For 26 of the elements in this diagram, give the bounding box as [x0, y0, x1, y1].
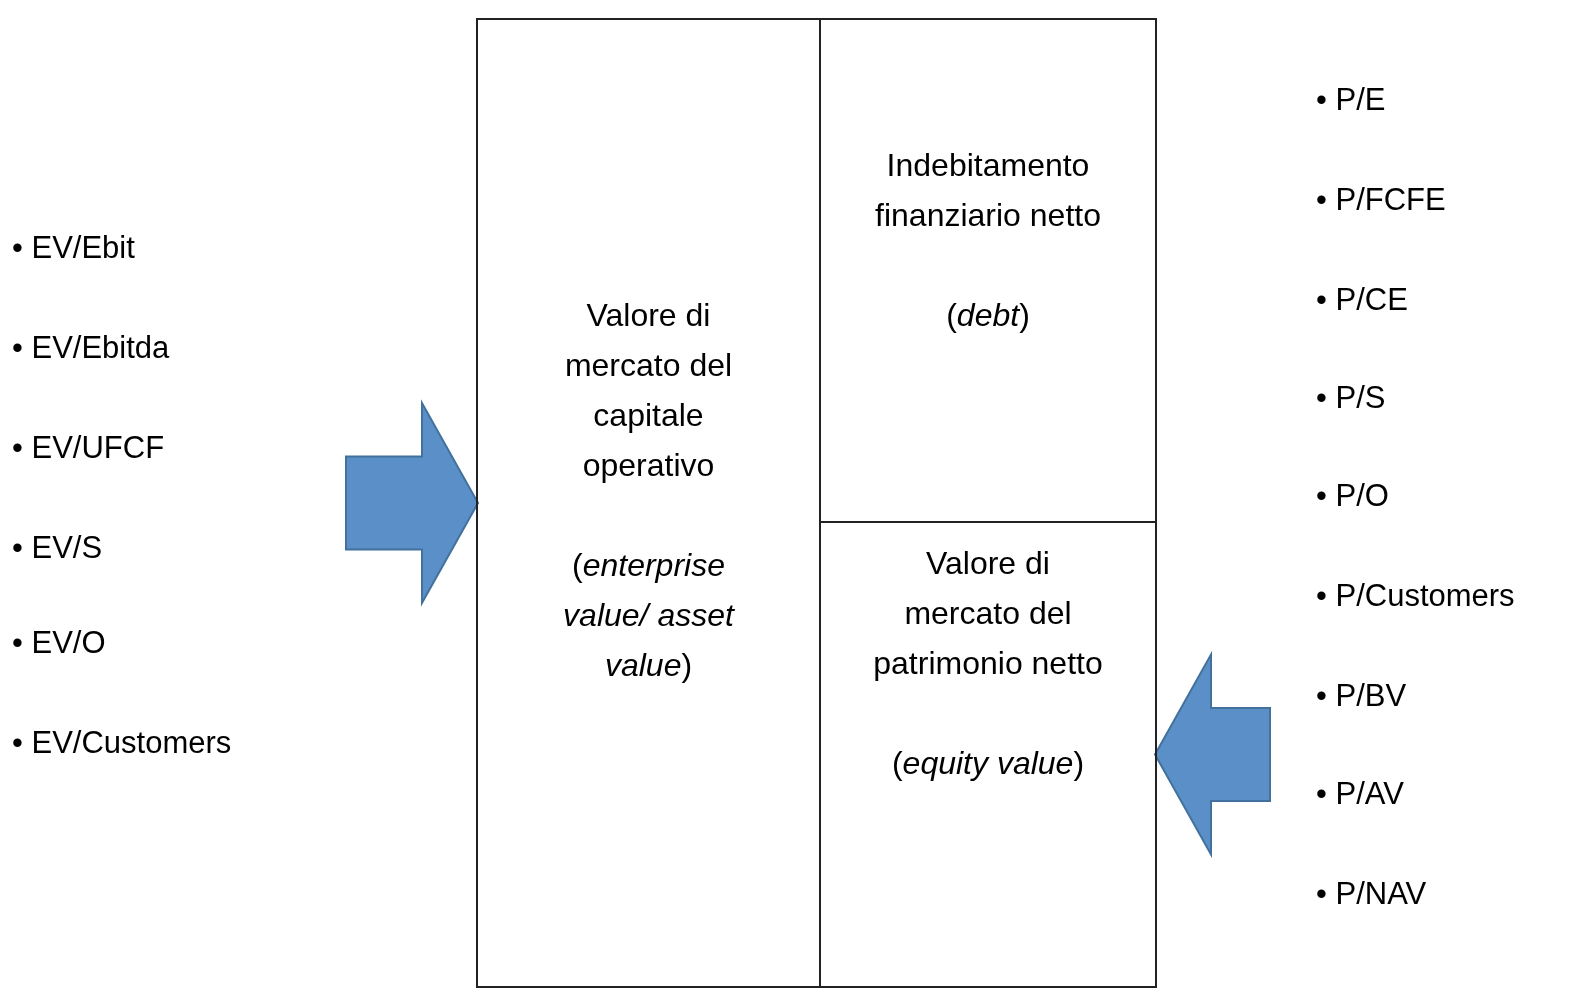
list-item: • P/E [1316, 82, 1386, 118]
list-item: • EV/Ebitda [12, 330, 170, 366]
term-text: (equity value) [890, 744, 1086, 783]
text-box [819, 18, 1157, 523]
list-item: • P/S [1316, 380, 1386, 416]
list-item: • P/AV [1316, 776, 1404, 812]
list-item: • EV/O [12, 625, 106, 661]
list-item: • P/FCFE [1316, 182, 1446, 218]
list-item: • EV/S [12, 530, 103, 566]
list-item: • P/Customers [1316, 578, 1515, 614]
term-text: (debt) [945, 296, 1031, 335]
list-item: • P/BV [1316, 678, 1407, 714]
list-item: • EV/Customers [12, 725, 232, 761]
text-box [819, 521, 1157, 988]
box-text: Indebitamento finanziario netto [874, 146, 1102, 235]
block-arrow [345, 399, 480, 607]
box-text: Valore di mercato del patrimonio netto [872, 544, 1104, 683]
list-item: • EV/Ebit [12, 230, 135, 266]
text-box [476, 18, 821, 988]
list-item: • P/NAV [1316, 876, 1427, 912]
box-text: Valore di mercato del capitale operativo [563, 296, 734, 485]
term-text: (enterprise value/ asset value) [562, 546, 736, 685]
list-item: • P/CE [1316, 282, 1408, 318]
list-item: • P/O [1316, 478, 1389, 514]
block-arrow [1153, 650, 1271, 859]
list-item: • EV/UFCF [12, 430, 165, 466]
